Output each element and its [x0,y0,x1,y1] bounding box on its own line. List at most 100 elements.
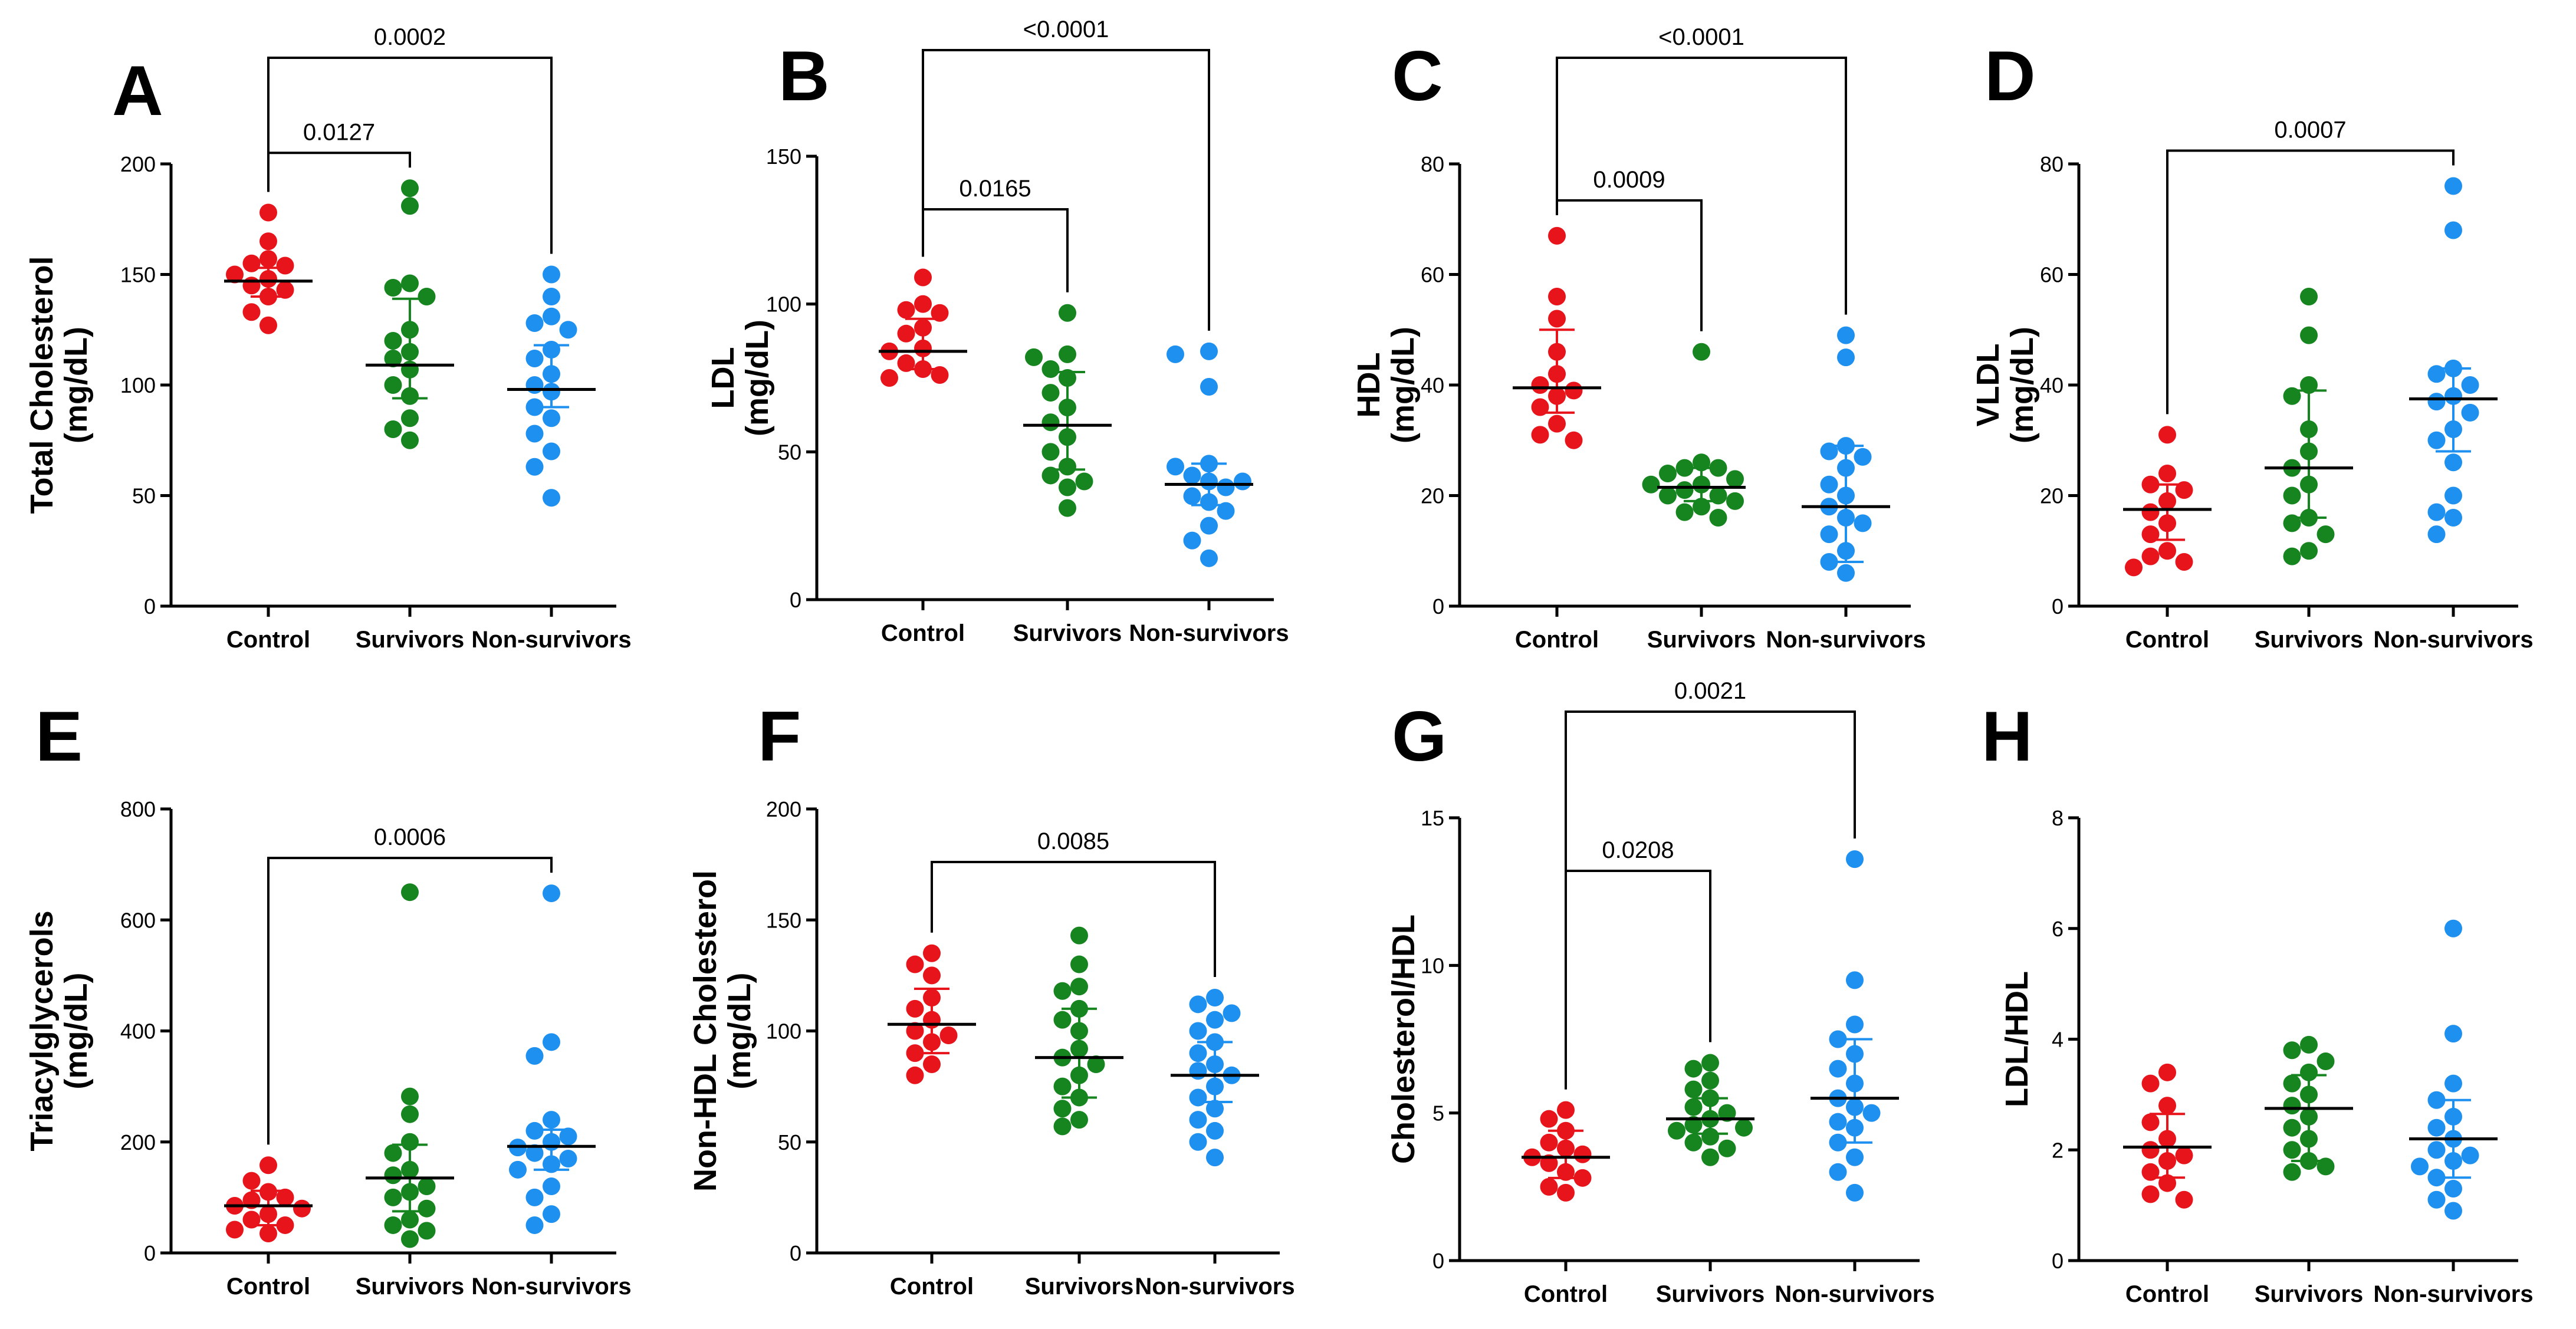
data-point [1200,493,1218,511]
data-point [259,250,277,268]
data-point [1167,345,1184,363]
data-point [401,274,419,292]
data-point [276,281,294,299]
bracket-line [1556,199,1703,331]
x-category-label: Survivors [1025,1274,1134,1300]
data-point [559,1127,577,1146]
p-value-label: <0.0001 [1023,17,1109,42]
y-tick-label: 50 [778,440,801,464]
data-point [1189,995,1207,1014]
x-category-label: Non-survivors [1766,627,1926,653]
data-point [1531,426,1549,444]
data-point [1718,1104,1736,1122]
y-tick-label: 2 [2052,1138,2064,1162]
data-point [2283,514,2301,532]
data-point [1070,1039,1088,1058]
data-point [1846,1183,1864,1202]
data-point [1189,1044,1207,1062]
data-point [1846,1074,1864,1093]
data-point [401,1210,419,1229]
data-point [1659,465,1677,482]
data-point [2444,486,2462,505]
data-point [1070,955,1088,973]
data-point [1846,1098,1864,1116]
data-point [2300,475,2318,494]
data-point [2141,1074,2160,1093]
data-point [2444,1107,2462,1126]
series-non-survivors [1811,850,1899,1202]
data-point [1070,999,1088,1018]
data-point [543,442,560,460]
data-point [384,1216,402,1234]
data-point [1820,442,1838,460]
series-survivors [1666,1054,1754,1166]
y-axis-title-line: (mg/dL) [1385,327,1421,443]
data-point [1059,478,1076,496]
comparison-bracket: 0.0021 [1565,678,1856,1090]
data-point [2158,492,2176,510]
data-point [559,321,577,339]
data-point [1726,470,1744,488]
data-point [1837,486,1855,505]
data-point [2175,1146,2193,1164]
y-axis-title-line: (mg/dL) [740,320,775,436]
data-point [1846,1119,1864,1137]
data-point [1053,1117,1072,1136]
data-point [525,376,544,394]
y-tick-label: 0 [1432,1249,1444,1273]
data-point [259,232,277,251]
data-point [259,1205,277,1223]
data-point [931,304,949,322]
series-control [1513,226,1601,449]
bracket-line [267,152,411,192]
data-point [401,1160,419,1179]
data-point [1701,1089,1719,1107]
data-point [1087,1055,1105,1073]
data-point [1854,514,1872,532]
data-point [931,366,949,384]
series-non-survivors [507,884,596,1234]
data-point [543,1155,560,1173]
data-point [2444,387,2462,405]
series-non-survivors [1165,342,1253,567]
data-point [1684,1080,1703,1098]
data-point [1206,1033,1224,1051]
data-point [525,314,544,332]
data-point [1075,472,1093,491]
data-point [1573,1169,1592,1187]
data-point [914,360,932,378]
data-point [1531,376,1549,394]
data-point [1846,971,1864,989]
x-category-label: Survivors [2255,1281,2364,1307]
data-point [1070,1022,1088,1040]
y-axis-title-line: (mg/dL) [722,973,757,1090]
x-category-label: Survivors [356,1274,465,1300]
data-point [384,332,402,350]
data-point [2141,475,2160,494]
data-point [242,254,261,272]
y-axis-title: Triacylglycerols(mg/dL) [24,910,94,1151]
data-point [2427,393,2446,411]
data-point [1573,1145,1592,1163]
x-category-label: Non-survivors [1129,620,1289,646]
data-point [242,1210,261,1229]
y-tick-label: 60 [2040,263,2064,287]
data-point [1642,475,1660,494]
data-point [2158,426,2176,444]
data-point [1059,345,1076,363]
y-tick-label: 0 [2052,1249,2064,1273]
data-point [2283,547,2301,565]
data-point [401,1087,419,1106]
data-point [418,288,436,305]
x-category-label: Survivors [1656,1281,1765,1307]
data-point [259,1183,277,1201]
data-point [418,1177,436,1196]
bracket-line [922,49,1210,331]
data-point [2300,420,2318,438]
data-point [259,288,277,305]
data-point [1548,365,1566,383]
data-point [923,966,941,985]
